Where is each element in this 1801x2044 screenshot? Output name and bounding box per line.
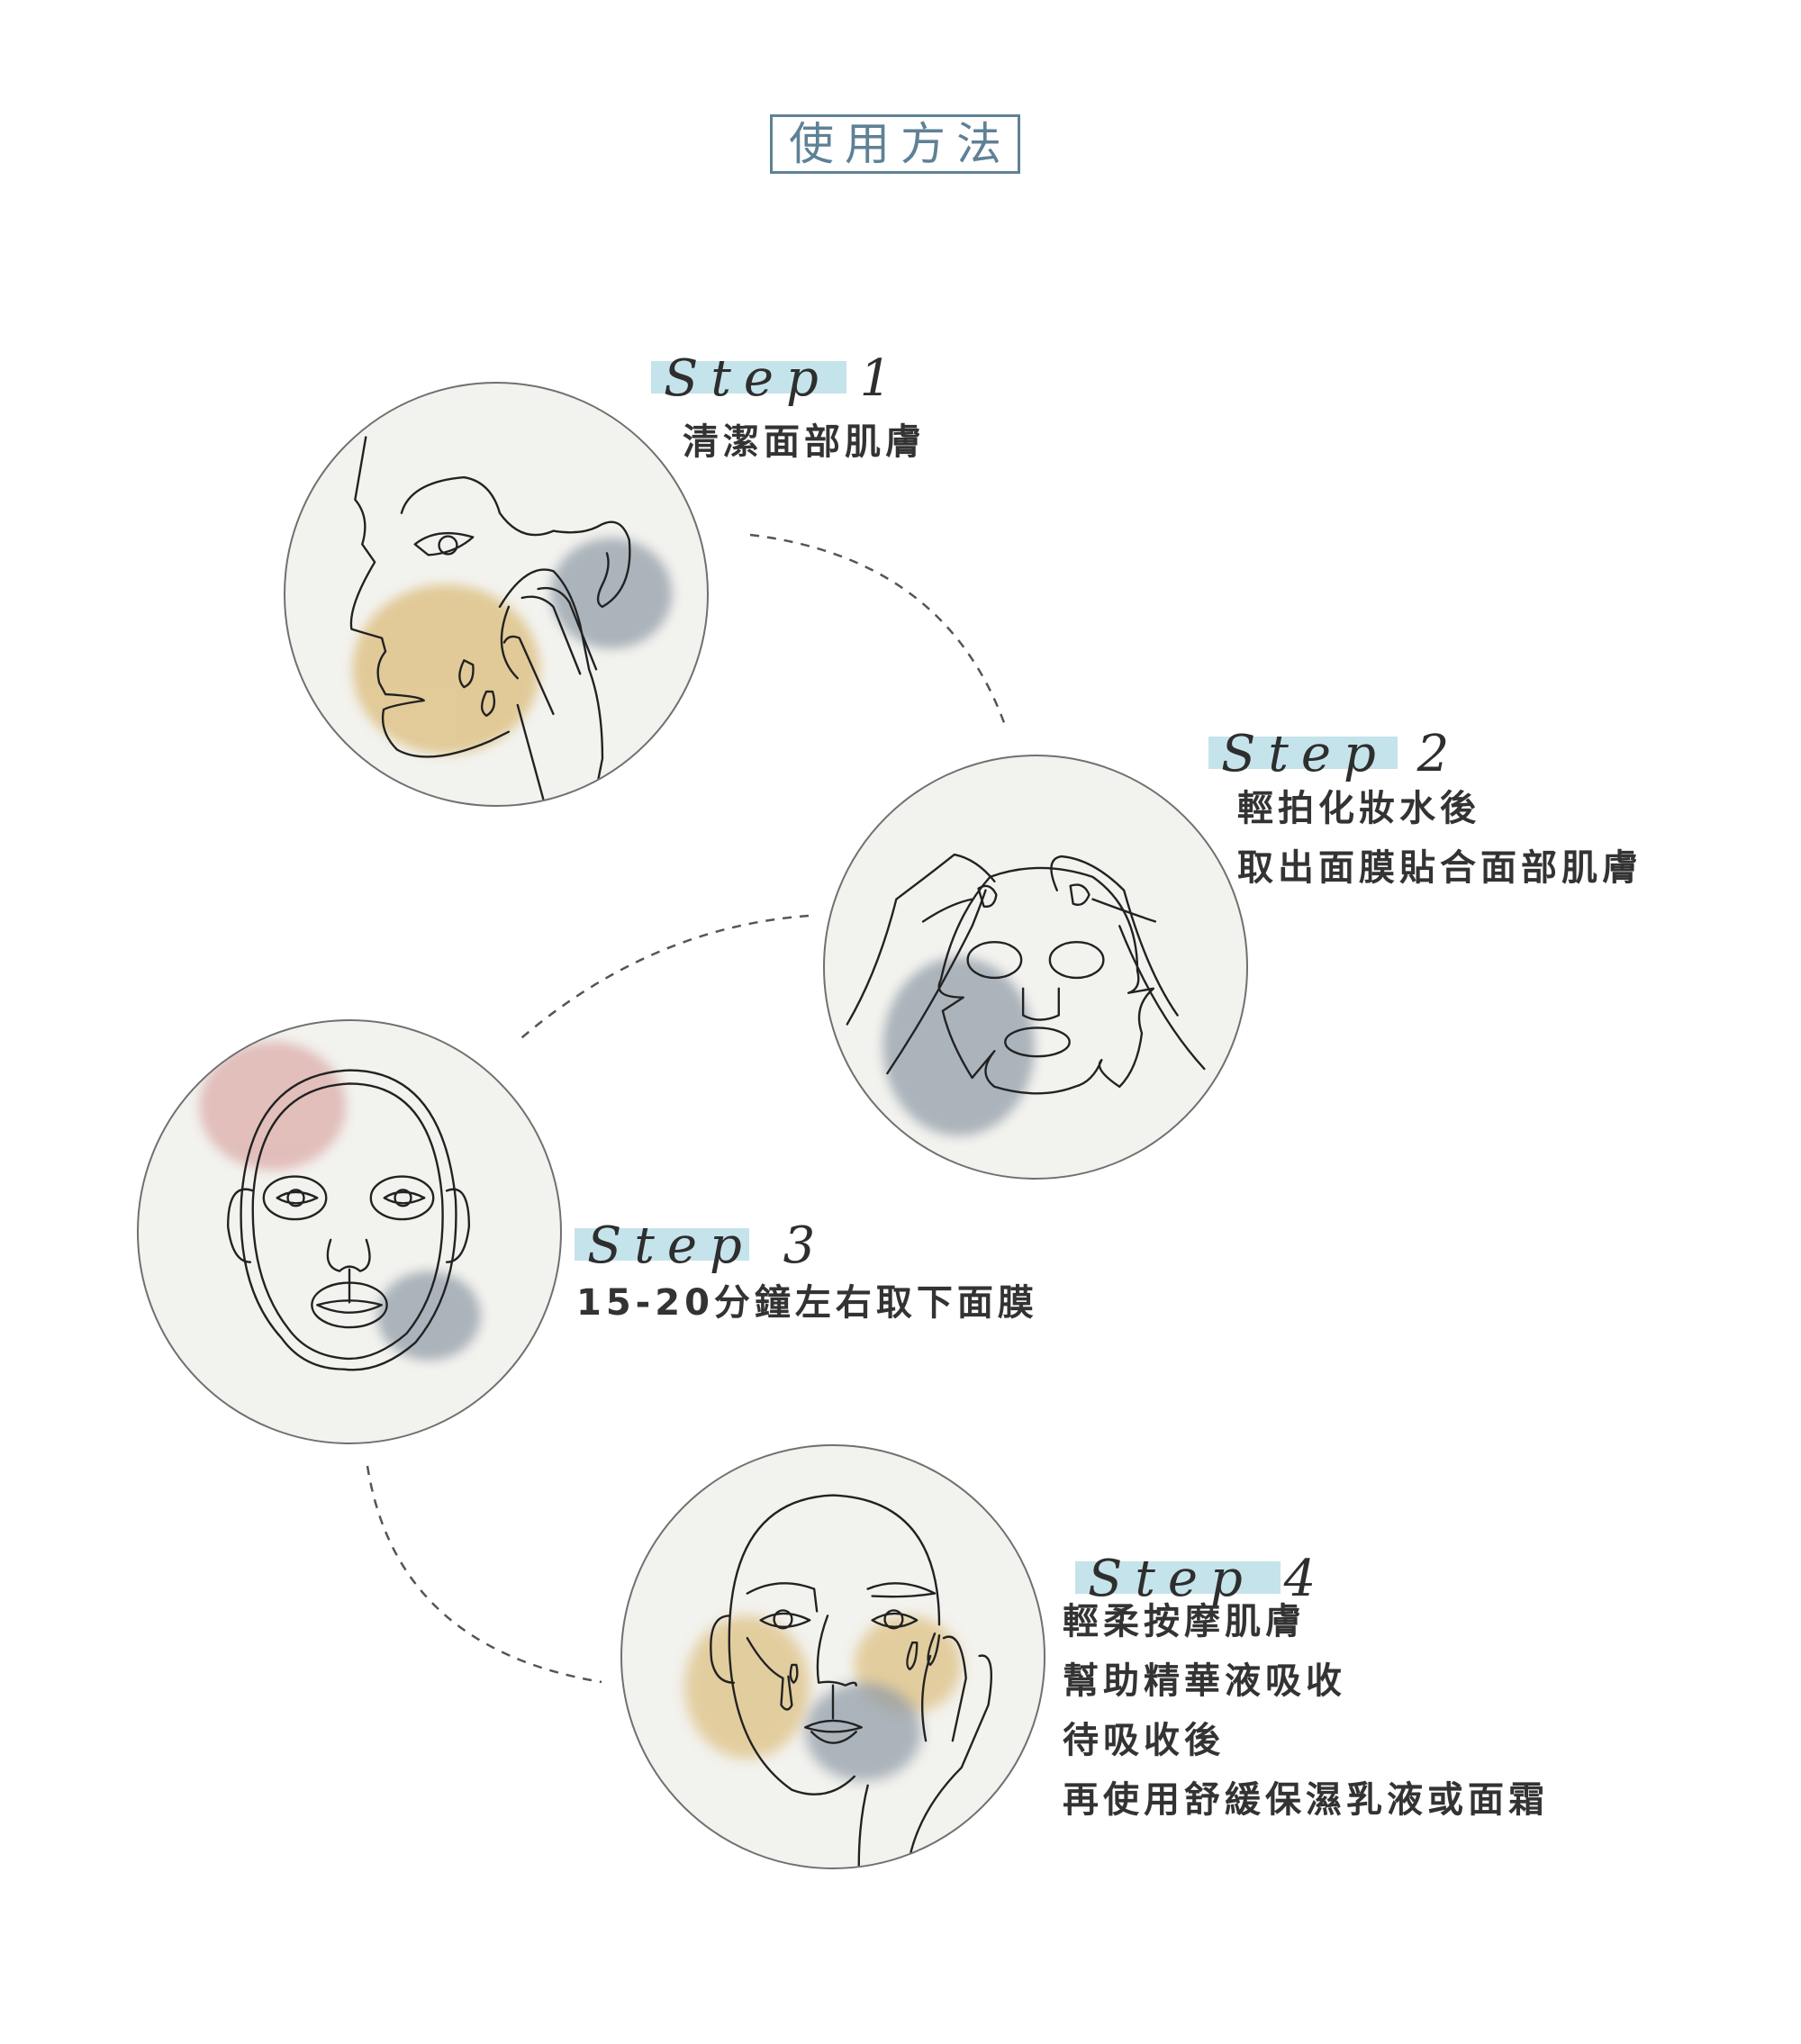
step3-label-text: Step 3 <box>587 1216 828 1275</box>
step4-label-text: Step 4 <box>1088 1550 1329 1608</box>
step4-highlight <box>1075 1561 1281 1594</box>
step2-description: 輕拍化妝水後 取出面膜貼合面部肌膚 <box>1237 779 1643 898</box>
step3-line-1: 15-20分鐘左右取下面膜 <box>576 1282 1038 1324</box>
page-title-text: 使用方法 <box>789 118 1012 170</box>
step1-description: 清潔面部肌膚 <box>683 412 926 472</box>
connector-step1-step2 <box>749 533 1008 728</box>
connector-step3-step4 <box>366 1465 602 1684</box>
connector-step2-step3 <box>515 914 810 1044</box>
step1-illustration <box>284 382 709 807</box>
step2-highlight <box>1208 737 1398 769</box>
step2-illustration <box>823 755 1248 1180</box>
page-title: 使用方法 <box>770 114 1020 174</box>
step4-description: 輕柔按摩肌膚 幫助精華液吸收 待吸收後 再使用舒緩保濕乳液或面霜 <box>1063 1592 1549 1830</box>
step2-line-2: 取出面膜貼合面部肌膚 <box>1237 847 1643 889</box>
step1-label: Step 1 <box>651 343 891 404</box>
step2-label: Step 2 <box>1208 719 1449 780</box>
step2-label-text: Step 2 <box>1221 725 1462 783</box>
step1-line-1: 清潔面部肌膚 <box>683 421 926 463</box>
step1-highlight <box>651 361 846 393</box>
step3-description: 15-20分鐘左右取下面膜 <box>576 1273 1038 1333</box>
face-with-sheet-mask-icon <box>199 1041 481 1371</box>
step4-label: Step 4 <box>1075 1543 1316 1605</box>
step1-label-text: Step 1 <box>664 349 905 408</box>
step3-illustration <box>137 1019 562 1444</box>
step4-line-1: 輕柔按摩肌膚 <box>1063 1601 1306 1642</box>
step3-highlight <box>575 1228 749 1261</box>
step4-line-4: 再使用舒緩保濕乳液或面霜 <box>1063 1779 1549 1821</box>
face-massage-icon <box>684 1494 993 1868</box>
face-profile-cleansing-icon <box>349 436 673 805</box>
applying-sheet-mask-icon <box>846 853 1206 1136</box>
step4-line-3: 待吸收後 <box>1063 1720 1225 1761</box>
step4-line-2: 幫助精華液吸收 <box>1063 1660 1346 1702</box>
step4-illustration <box>620 1444 1045 1869</box>
step2-line-1: 輕拍化妝水後 <box>1237 788 1480 829</box>
step3-label: Step 3 <box>575 1210 815 1271</box>
